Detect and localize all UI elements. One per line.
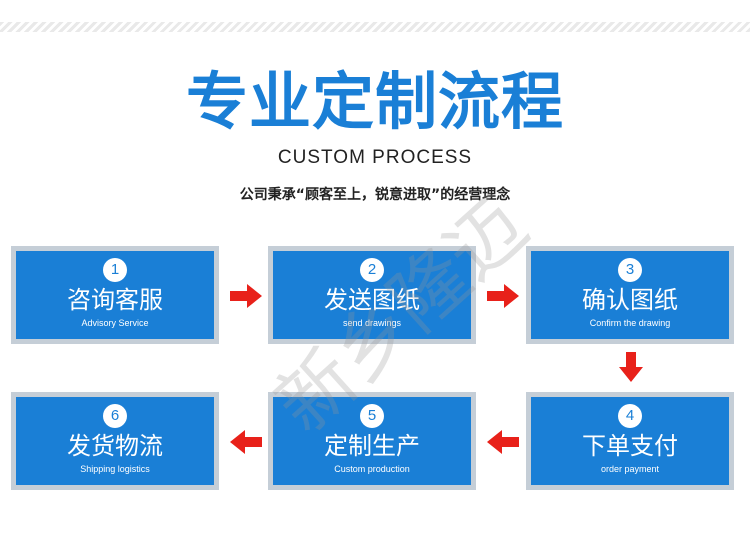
step-number-badge: 4 — [618, 404, 642, 428]
top-decorative-stripe — [0, 22, 750, 32]
step-advisory-service: 1 咨询客服 Advisory Service — [11, 246, 219, 344]
arrow-right-icon — [230, 284, 262, 308]
arrow-right-icon — [487, 284, 519, 308]
step-subtitle: Shipping logistics — [80, 464, 150, 474]
page-title: 专业定制流程 — [185, 65, 564, 138]
step-title: 咨询客服 — [67, 286, 163, 314]
step-subtitle: Advisory Service — [81, 318, 149, 328]
step-title: 发货物流 — [67, 432, 163, 460]
step-custom-production: 5 定制生产 Custom production — [268, 392, 476, 490]
step-number-badge: 1 — [103, 258, 127, 282]
step-subtitle: Custom production — [334, 464, 410, 474]
step-title: 发送图纸 — [324, 286, 420, 314]
step-number-badge: 6 — [103, 404, 127, 428]
step-subtitle: send drawings — [342, 318, 402, 328]
step-subtitle: Confirm the drawing — [589, 318, 671, 328]
step-number-badge: 2 — [360, 258, 384, 282]
step-title: 下单支付 — [582, 432, 678, 460]
page-subtitle: CUSTOM PROCESS — [277, 147, 473, 168]
step-order-payment: 4 下单支付 order payment — [526, 392, 734, 490]
step-title: 定制生产 — [324, 432, 420, 460]
step-confirm-drawing: 3 确认图纸 Confirm the drawing — [526, 246, 734, 344]
arrow-down-icon — [619, 352, 643, 382]
arrow-left-icon — [230, 430, 262, 454]
step-send-drawings: 2 发送图纸 send drawings — [268, 246, 476, 344]
step-title: 确认图纸 — [582, 286, 678, 314]
arrow-left-icon — [487, 430, 519, 454]
step-subtitle: order payment — [600, 464, 660, 474]
company-slogan: 公司秉承“顾客至上，锐意进取”的经营理念 — [239, 187, 511, 203]
step-shipping-logistics: 6 发货物流 Shipping logistics — [11, 392, 219, 490]
step-number-badge: 5 — [360, 404, 384, 428]
step-number-badge: 3 — [618, 258, 642, 282]
